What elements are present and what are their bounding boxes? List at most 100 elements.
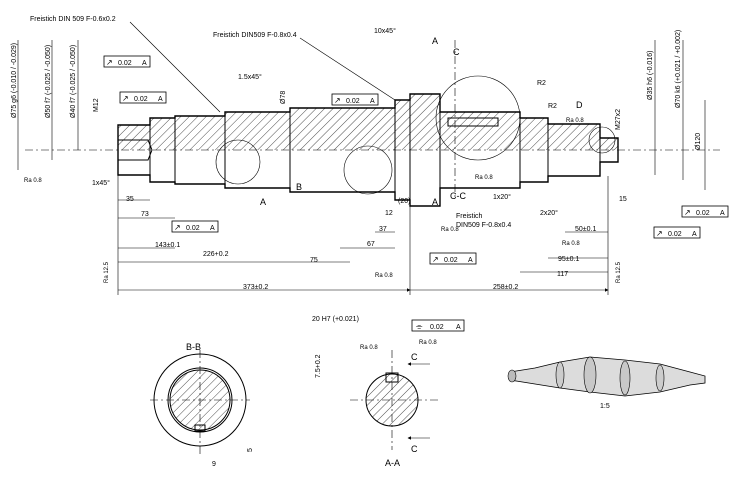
svg-text:A: A bbox=[468, 257, 473, 264]
dim-len-373: 373±0.2 bbox=[243, 284, 268, 291]
svg-text:↗: ↗ bbox=[106, 58, 113, 67]
label-scale: 1:5 bbox=[600, 403, 610, 410]
dim-m12: M12 bbox=[93, 98, 100, 112]
svg-text:A: A bbox=[720, 210, 725, 217]
label-d: D bbox=[576, 100, 583, 110]
ra-5: Ra 0.8 bbox=[566, 118, 584, 124]
dimension-lines bbox=[117, 175, 609, 295]
dim-chamfer-1x20: 1x20° bbox=[493, 193, 511, 201]
dim-len-226: 226+0.2 bbox=[203, 251, 229, 258]
svg-text:↗: ↗ bbox=[122, 94, 129, 103]
dim-len-50: 50±0.1 bbox=[575, 226, 596, 233]
label-a-top: A bbox=[432, 36, 438, 46]
ra-8: Ra 12.5 bbox=[616, 261, 622, 283]
gdt-frame-4: ↗ 0.02 A bbox=[171, 220, 219, 233]
dim-len-12: 12 bbox=[385, 210, 393, 217]
dim-len-143: 143±0.1 bbox=[155, 242, 180, 249]
label-c-aa-top: C bbox=[411, 352, 418, 362]
svg-text:↗: ↗ bbox=[334, 96, 341, 105]
ra-7: Ra 12.5 bbox=[104, 261, 110, 283]
dim-len-75: 75 bbox=[310, 257, 318, 264]
dim-len-95: 95±0.1 bbox=[558, 256, 579, 263]
dim-5: 5 bbox=[247, 448, 254, 452]
label-a-bottom: A bbox=[432, 197, 438, 207]
note-freistich-bottom-2: DIN509 F-0.8x0.4 bbox=[456, 222, 511, 229]
dim-len-37: 37 bbox=[379, 226, 387, 233]
ra-10: Ra 0.8 bbox=[419, 340, 437, 346]
svg-text:⌯: ⌯ bbox=[416, 322, 423, 331]
note-freistich-left: Freistich DIN 509 F-0.6x0.2 bbox=[30, 16, 116, 23]
detail-circle-a bbox=[215, 139, 261, 185]
dim-m27: M27x2 bbox=[615, 109, 622, 130]
label-detail-a: A bbox=[260, 197, 266, 207]
gdt-frame-8: ⌯ 0.02 A bbox=[411, 319, 465, 332]
svg-text:0.02: 0.02 bbox=[346, 98, 360, 105]
dim-d40: Ø40 f7 (-0.025 / -0.050) bbox=[70, 45, 77, 118]
note-freistich-top: Freistich DIN509 F-0.8x0.4 bbox=[213, 32, 297, 39]
gdt-frame-5: ↗ 0.02 A bbox=[429, 252, 477, 265]
svg-text:0.02: 0.02 bbox=[444, 257, 458, 264]
dim-len-20: (20) bbox=[398, 198, 410, 205]
dim-20h7: 20 H7 (+0.021) bbox=[312, 316, 359, 323]
svg-text:A: A bbox=[210, 225, 215, 232]
dim-7-5: 7.5+0.2 bbox=[315, 354, 322, 378]
ra-9: Ra 0.8 bbox=[360, 345, 378, 351]
gdt-frame-2: ↗ 0.02 A bbox=[119, 91, 167, 104]
label-c-top: C bbox=[453, 47, 460, 57]
detail-circle-b bbox=[343, 145, 393, 195]
svg-text:0.02: 0.02 bbox=[118, 60, 132, 67]
svg-text:0.02: 0.02 bbox=[430, 324, 444, 331]
svg-text:0.02: 0.02 bbox=[696, 210, 710, 217]
svg-text:↗: ↗ bbox=[432, 255, 439, 264]
dim-r2a: R2 bbox=[537, 80, 546, 87]
dim-chamfer-2x20: 2x20° bbox=[540, 209, 558, 217]
dim-9: 9 bbox=[212, 461, 216, 468]
dim-d120: Ø120 bbox=[695, 133, 702, 150]
dim-r2b: R2 bbox=[548, 103, 557, 110]
dim-d50: Ø50 f7 (-0.025 / -0.050) bbox=[45, 45, 52, 118]
dim-d70: Ø70 k6 (+0.021 / +0.002) bbox=[675, 30, 682, 108]
svg-text:A: A bbox=[158, 96, 163, 103]
svg-text:↗: ↗ bbox=[656, 229, 663, 238]
svg-text:↗: ↗ bbox=[174, 223, 181, 232]
detail-circle-d bbox=[588, 126, 616, 154]
svg-text:0.02: 0.02 bbox=[134, 96, 148, 103]
gdt-frame-3: ↗ 0.02 A bbox=[331, 93, 379, 106]
svg-text:0.02: 0.02 bbox=[186, 225, 200, 232]
svg-text:A: A bbox=[370, 98, 375, 105]
detail-circle-c bbox=[435, 75, 521, 161]
dim-chamfer-10: 10x45° bbox=[374, 27, 396, 35]
dim-d78: Ø78 bbox=[280, 91, 287, 104]
note-freistich-bottom-1: Freistich bbox=[456, 213, 483, 220]
gdt-frame-1: ↗ 0.02 A bbox=[103, 55, 151, 68]
ra-3: Ra 0.8 bbox=[441, 227, 459, 233]
ra-1: Ra 0.8 bbox=[24, 178, 42, 184]
dim-len-258: 258±0.2 bbox=[493, 284, 518, 291]
dim-chamfer-15: 1.5x45° bbox=[238, 73, 262, 81]
ra-2: Ra 0.8 bbox=[375, 273, 393, 279]
dim-d75: Ø75 g6 (-0.010 / -0.029) bbox=[11, 43, 18, 118]
dim-len-35: 35 bbox=[126, 196, 134, 203]
svg-text:A: A bbox=[142, 60, 147, 67]
label-cc: C-C bbox=[450, 191, 466, 201]
svg-text:A: A bbox=[456, 324, 461, 331]
dim-len-117: 117 bbox=[557, 271, 568, 278]
dim-len-73: 73 bbox=[141, 211, 149, 218]
ra-6: Ra 0.8 bbox=[475, 175, 493, 181]
section-aa: A-A 20 H7 (+0.021) 7.5+0.2 C C bbox=[312, 316, 440, 468]
label-detail-b: B bbox=[296, 182, 302, 192]
shaft-main-view bbox=[25, 40, 720, 207]
label-aa: A-A bbox=[385, 458, 400, 468]
label-bb: B-B bbox=[186, 342, 201, 352]
svg-text:↗: ↗ bbox=[684, 208, 691, 217]
dim-d35: Ø35 h6 (-0.016) bbox=[647, 51, 654, 100]
svg-text:0.02: 0.02 bbox=[668, 231, 682, 238]
gdt-frame-7: ↗ 0.02 A bbox=[653, 226, 701, 239]
section-bb: B-B 9 5 bbox=[150, 342, 254, 468]
dim-chamfer-1: 1x45° bbox=[92, 179, 110, 187]
label-c-aa-bottom: C bbox=[411, 444, 418, 454]
dim-len-67: 67 bbox=[367, 241, 375, 248]
gdt-frame-6: ↗ 0.02 A bbox=[681, 205, 729, 218]
dim-len-15: 15 bbox=[619, 196, 627, 203]
